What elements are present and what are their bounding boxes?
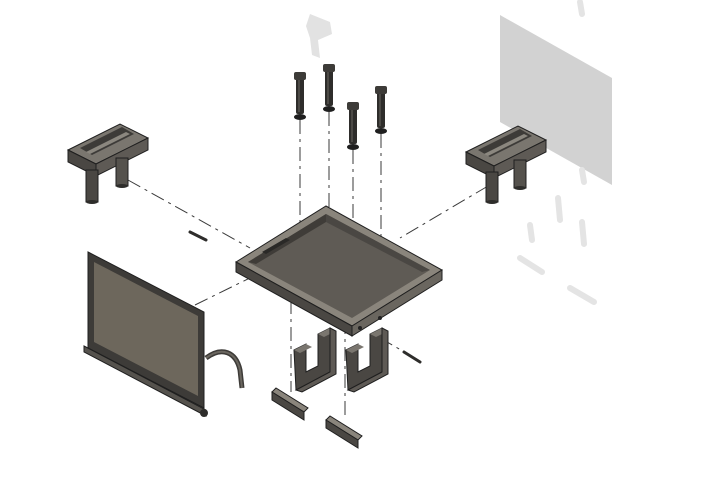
- ghost-pin-1: [577, 0, 585, 17]
- screws: [294, 64, 387, 150]
- rail-bracket-right[interactable]: [464, 125, 548, 204]
- tray[interactable]: [235, 205, 443, 337]
- screw-3[interactable]: [347, 102, 359, 150]
- ghost-bracket: [306, 14, 332, 58]
- ghost-panel: [500, 15, 612, 185]
- ghost-rod-4: [527, 222, 535, 243]
- ghost-rod-1: [579, 167, 587, 185]
- u-bracket-right[interactable]: [345, 327, 389, 393]
- axis-right-bracket: [399, 185, 489, 239]
- display-panel[interactable]: [83, 251, 245, 417]
- ghost-cap-2: [567, 285, 597, 305]
- pin-left[interactable]: [188, 230, 208, 242]
- ghost-rod-3: [579, 219, 587, 247]
- screw-4[interactable]: [375, 86, 387, 134]
- screw-2[interactable]: [323, 64, 335, 112]
- axis-left-bracket: [127, 179, 251, 249]
- ghost-parts: [306, 0, 612, 305]
- ghost-rod-2: [555, 195, 563, 223]
- end-cap-right[interactable]: [325, 415, 363, 449]
- rail-bracket-left[interactable]: [66, 123, 150, 204]
- pin-right[interactable]: [402, 350, 422, 364]
- end-cap-left[interactable]: [271, 387, 309, 421]
- ghost-cap-1: [517, 255, 545, 275]
- u-bracket-left[interactable]: [293, 327, 337, 393]
- screw-1[interactable]: [294, 72, 306, 120]
